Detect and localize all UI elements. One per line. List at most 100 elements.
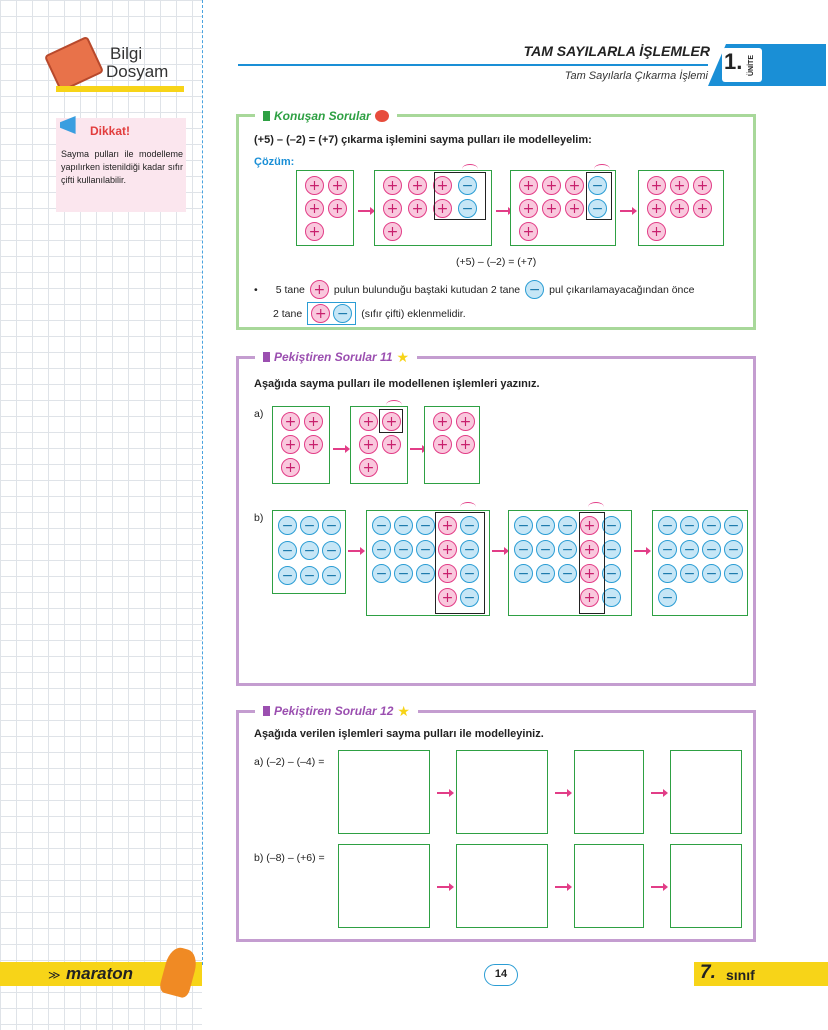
- arrow-icon: [348, 547, 365, 555]
- plus-chip: +: [359, 435, 378, 454]
- plus-chip: +: [670, 199, 689, 218]
- minus-chip: −: [458, 176, 477, 195]
- remove-arrow-icon: [460, 502, 476, 512]
- bullet-text: 5 tane: [275, 283, 305, 296]
- star-icon: ★: [397, 702, 410, 719]
- arrow-icon: [651, 789, 668, 797]
- plus-chip: +: [519, 176, 538, 195]
- answer-box[interactable]: [574, 844, 644, 928]
- minus-chip: −: [514, 516, 533, 535]
- plus-chip: +: [359, 458, 378, 477]
- bullet-line-1: • 5 tane + pulun bulunduğu baştaki kutud…: [254, 280, 694, 299]
- plus-chip: +: [438, 540, 457, 559]
- minus-chip: −: [372, 516, 391, 535]
- bullet-text: (sıfır çifti) eklenmelidir.: [361, 307, 466, 320]
- pekistiren12-tag: Pekiştiren Sorular 12 ★: [255, 703, 418, 719]
- megaphone-icon: [60, 116, 76, 134]
- answer-box[interactable]: [338, 844, 430, 928]
- plus-chip: +: [305, 222, 324, 241]
- grade-label: sınıf: [726, 967, 755, 983]
- minus-chip: −: [514, 564, 533, 583]
- minus-chip: −: [702, 564, 721, 583]
- plus-chip: +: [304, 435, 323, 454]
- minus-chip: −: [658, 564, 677, 583]
- k-box-2: +++− +++− +: [374, 170, 492, 246]
- remove-arrow-icon: [386, 400, 402, 410]
- arrow-icon: [651, 883, 668, 891]
- minus-chip: −: [658, 516, 677, 535]
- pekistiren12-panel: [236, 710, 756, 942]
- minus-chip: −: [322, 541, 341, 560]
- plus-chip: +: [328, 199, 347, 218]
- minus-chip: −: [602, 516, 621, 535]
- k-box-3: +++− +++− +: [510, 170, 616, 246]
- p11b-box-2: −−−+− −−−+− −−−+− +−: [366, 510, 490, 616]
- minus-chip: −: [322, 566, 341, 585]
- minus-chip: −: [394, 564, 413, 583]
- header-subtitle: Tam Sayılarla Çıkarma İşlemi: [564, 70, 708, 82]
- zero-pair-highlight: [434, 172, 486, 220]
- plus-chip: +: [670, 176, 689, 195]
- minus-chip: −: [680, 564, 699, 583]
- remove-arrow-icon: [594, 164, 610, 174]
- plus-chip: +: [647, 199, 666, 218]
- dikkat-note: Dikkat! Sayma pulları ile modelleme yapı…: [56, 116, 186, 212]
- minus-chip: −: [536, 516, 555, 535]
- minus-chip: −: [372, 564, 391, 583]
- arrow-icon: [358, 207, 375, 215]
- konusan-question: (+5) – (–2) = (+7) çıkarma işlemini saym…: [254, 134, 592, 146]
- answer-box[interactable]: [456, 844, 548, 928]
- plus-chip: +: [382, 412, 401, 431]
- grade-bar: [694, 962, 828, 986]
- pekistiren12-tag-label: Pekiştiren Sorular 12: [274, 704, 394, 718]
- apple-books-icon: [374, 110, 389, 122]
- minus-chip: −: [416, 540, 435, 559]
- wings-icon: ≫: [48, 968, 61, 982]
- bullet-line-2: 2 tane + − (sıfır çifti) eklenmelidir.: [273, 302, 466, 325]
- p12-b-label: b) (–8) – (+6) =: [254, 852, 325, 864]
- konusan-panel: [236, 114, 756, 330]
- plus-chip: +: [438, 516, 457, 535]
- minus-chip: −: [394, 540, 413, 559]
- zero-pair-group: + −: [307, 302, 357, 325]
- pekistiren11-question: Aşağıda sayma pulları ile modellenen işl…: [254, 378, 540, 390]
- arrow-icon: [555, 883, 572, 891]
- star-icon: ★: [396, 348, 410, 365]
- minus-chip: −: [322, 516, 341, 535]
- cozum-label: Çözüm:: [254, 156, 295, 168]
- minus-chip: −: [460, 540, 479, 559]
- plus-chip: +: [580, 540, 599, 559]
- plus-chip: +: [304, 412, 323, 431]
- minus-chip: −: [558, 564, 577, 583]
- p11-a-label: a): [254, 408, 264, 420]
- plus-chip: +: [359, 412, 378, 431]
- plus-chip: +: [693, 176, 712, 195]
- plus-chip: +: [281, 435, 300, 454]
- logo-line1: Bilgi: [110, 44, 143, 63]
- answer-box[interactable]: [670, 750, 742, 834]
- minus-chip: −: [278, 516, 297, 535]
- k-box-4: +++ +++ +: [638, 170, 724, 246]
- zero-pairs-highlight: [435, 512, 485, 614]
- arrow-icon: [437, 883, 454, 891]
- bullet-text: pul çıkarılamayacağından önce: [549, 283, 695, 296]
- answer-box[interactable]: [574, 750, 644, 834]
- minus-chip: −: [536, 540, 555, 559]
- p12-a-label: a) (–2) – (–4) =: [254, 756, 325, 768]
- plus-chip: +: [693, 199, 712, 218]
- p11a-box-3: ++ ++: [424, 406, 480, 484]
- plus-chip: +: [565, 199, 584, 218]
- plus-chip: +: [311, 304, 331, 323]
- bullet-text: 2 tane: [273, 307, 303, 320]
- minus-chip: −: [460, 564, 479, 583]
- p11b-box-4: −−−− −−−− −−−− −: [652, 510, 748, 616]
- minus-chip: −: [333, 304, 353, 323]
- answer-box[interactable]: [456, 750, 548, 834]
- answer-box[interactable]: [670, 844, 742, 928]
- minus-chip: −: [702, 540, 721, 559]
- minus-chip: −: [602, 540, 621, 559]
- plus-chip: +: [519, 199, 538, 218]
- answer-box[interactable]: [338, 750, 430, 834]
- plus-chip: +: [438, 564, 457, 583]
- minus-chip: −: [460, 588, 479, 607]
